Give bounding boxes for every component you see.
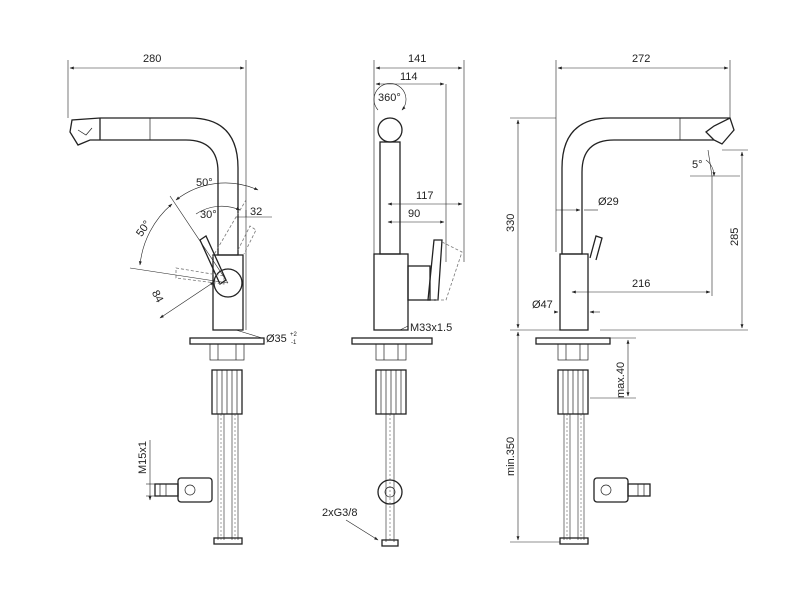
dim-32: 32 [250,206,262,218]
dim-height-285: 285 [729,228,741,246]
dim-valve-thread: M15x1 [137,441,149,474]
dim-90: 90 [408,208,420,220]
dim-rotation: 360° [378,92,401,104]
dim-272: 272 [632,53,650,65]
dim-hole-tol-lower: -1 [291,340,297,346]
dim-max-thickness: max.40 [615,362,627,398]
front-view-middle: 141 114 360° 117 90 M33x1.5 [322,53,465,547]
dim-tilt-angle: 5° [692,159,703,171]
dim-connection-thread: 2xG3/8 [322,507,357,519]
dim-hole-tol-upper: +2 [290,332,298,338]
dim-thread: M33x1.5 [410,322,452,334]
dim-114: 114 [400,71,418,83]
angle-50-top: 50° [196,177,213,189]
dim-84: 84 [149,288,165,304]
dim-280: 280 [143,53,161,65]
dim-height-330: 330 [505,214,517,232]
dim-min-hose: min.350 [505,437,517,476]
dim-body-diameter: Ø47 [532,299,553,311]
dim-141: 141 [408,53,426,65]
angle-50-left: 50° [134,219,153,240]
angle-30: 30° [200,209,217,221]
dim-reach: 216 [632,278,650,290]
dim-spout-diameter: Ø29 [598,196,619,208]
dim-117: 117 [416,190,434,202]
side-view-left: 280 50° 50° 30° 32 84 Ø35 +2 [67,53,298,545]
dim-hole-diameter: Ø35 [266,333,287,345]
side-view-right: 272 5° Ø29 216 Ø47 330 285 [505,53,748,545]
